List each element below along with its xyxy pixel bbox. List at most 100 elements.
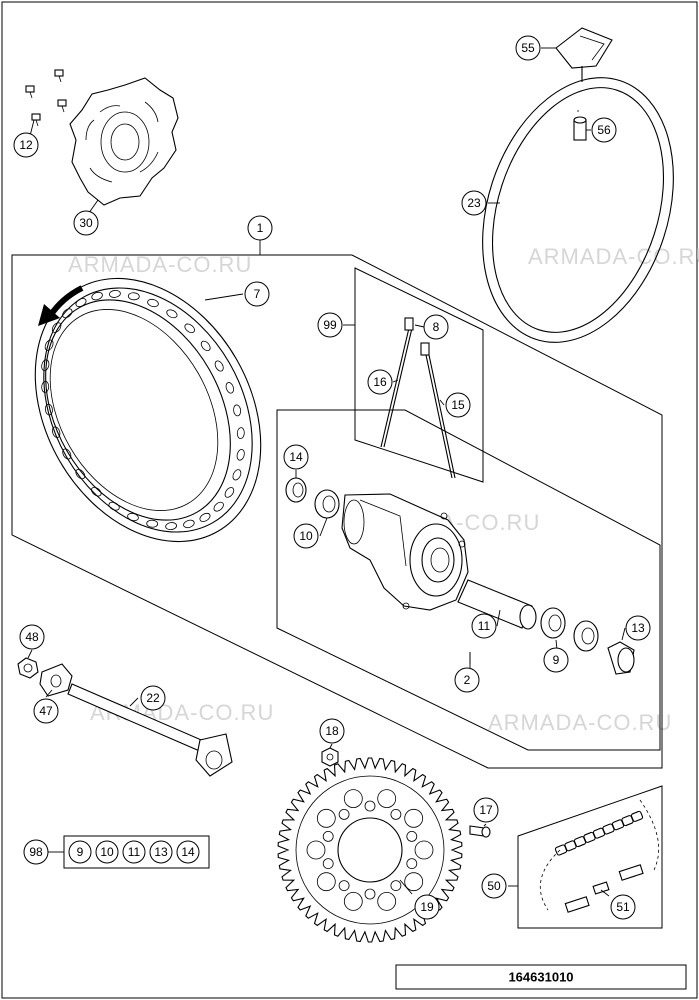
rim-hole: [44, 339, 54, 351]
sprocket-hole: [406, 858, 418, 869]
callout-98: 98: [23, 839, 49, 865]
kit-98-parts-box: 9 10 11 13 14: [63, 835, 210, 869]
svg-text:99: 99: [323, 318, 337, 332]
callout-11: 11: [471, 613, 497, 639]
rim-hole: [51, 322, 62, 333]
svg-text:51: 51: [616, 900, 630, 914]
svg-text:19: 19: [420, 900, 434, 914]
document-number-box: 164631010: [395, 964, 687, 990]
axle-nut: [17, 657, 39, 679]
rim-hole: [225, 382, 234, 394]
hub-bearing-10: [314, 489, 340, 519]
callout-18: 18: [319, 718, 345, 744]
svg-text:15: 15: [451, 398, 465, 412]
rim-hole: [41, 359, 50, 371]
hub-assembly-frame: [276, 409, 661, 751]
sprocket-hole: [404, 808, 424, 828]
rim-hole: [199, 512, 211, 522]
chain: [540, 799, 660, 911]
svg-text:56: 56: [597, 123, 611, 137]
svg-text:50: 50: [487, 879, 501, 893]
callout-99: 99: [317, 312, 343, 338]
rim-hole: [91, 291, 103, 301]
svg-text:14: 14: [289, 450, 303, 464]
callout-48: 48: [19, 624, 45, 650]
sprocket-hole: [406, 831, 418, 842]
sprocket-hole: [414, 840, 434, 860]
svg-text:9: 9: [77, 845, 84, 859]
wheel-spindle: [67, 683, 233, 777]
kit-part-item: 14: [176, 840, 200, 864]
callout-55: 55: [515, 35, 541, 61]
svg-text:10: 10: [100, 845, 114, 859]
sprocket: [277, 757, 463, 943]
spokes-frame: [354, 267, 484, 483]
rim-hole: [52, 426, 61, 438]
callout-2: 2: [454, 667, 480, 693]
svg-text:16: 16: [373, 375, 387, 389]
sprocket-hole: [377, 789, 397, 808]
rim-spoke-holes: [41, 289, 245, 531]
tire-mousse-band: [482, 77, 674, 343]
kit-part-item: 13: [149, 840, 173, 864]
callout-47: 47: [33, 698, 59, 724]
rim-hole: [165, 522, 177, 531]
callout-30: 30: [73, 210, 99, 236]
callout-14: 14: [283, 444, 309, 470]
svg-text:23: 23: [467, 196, 481, 210]
bearing-9b: [573, 620, 599, 652]
svg-text:55: 55: [521, 41, 535, 55]
watermark: ARMADA-CO.RU: [488, 710, 672, 735]
svg-text:30: 30: [79, 216, 93, 230]
rim-hole: [200, 340, 211, 352]
svg-text:48: 48: [25, 630, 39, 644]
rim-hole: [91, 486, 102, 497]
svg-text:18: 18: [325, 724, 339, 738]
rim-hole: [166, 309, 178, 319]
rim-hole: [108, 501, 120, 511]
callout-22: 22: [140, 685, 166, 711]
sprocket-hole: [404, 872, 424, 892]
sprocket-screw: [469, 825, 491, 838]
sprocket-hole: [306, 840, 326, 860]
callout-23: 23: [461, 190, 487, 216]
sprocket-hole: [343, 892, 363, 911]
watermark: ARMADA-CO.RU: [68, 252, 252, 277]
sprocket-hole: [316, 872, 336, 892]
hub: [341, 493, 469, 611]
sprocket-hole: [338, 809, 350, 820]
callout-8: 8: [423, 314, 449, 340]
rim-hole: [75, 298, 87, 308]
svg-text:47: 47: [39, 704, 53, 718]
chain-adjuster: [39, 663, 73, 697]
rim-lock-nut: [573, 116, 587, 141]
disc-screws: [25, 69, 67, 127]
callout-10: 10: [293, 523, 319, 549]
sprocket-hole: [322, 858, 334, 869]
chain-connecting-link: [564, 864, 644, 913]
callout-17: 17: [473, 797, 499, 823]
callout-50: 50: [481, 873, 507, 899]
callout-9: 9: [543, 647, 569, 673]
rotation-arrow-icon: [38, 285, 84, 326]
rim-hole: [44, 403, 53, 416]
svg-text:9: 9: [553, 653, 560, 667]
svg-text:98: 98: [29, 845, 43, 859]
callout-15: 15: [445, 392, 471, 418]
kit-part-item: 10: [95, 840, 119, 864]
callout-7: 7: [244, 281, 270, 307]
leader-lines: [27, 47, 626, 897]
watermark: ARMADA-CO.RU: [528, 244, 699, 269]
callout-13: 13: [625, 615, 651, 641]
svg-text:12: 12: [19, 138, 33, 152]
svg-text:13: 13: [154, 845, 168, 859]
sprocket-hole: [364, 888, 376, 900]
callout-56: 56: [591, 117, 617, 143]
chain-link: [630, 810, 644, 822]
svg-text:10: 10: [299, 529, 313, 543]
callout-1: 1: [247, 215, 273, 241]
rim-hole: [41, 381, 50, 393]
svg-text:17: 17: [479, 803, 493, 817]
